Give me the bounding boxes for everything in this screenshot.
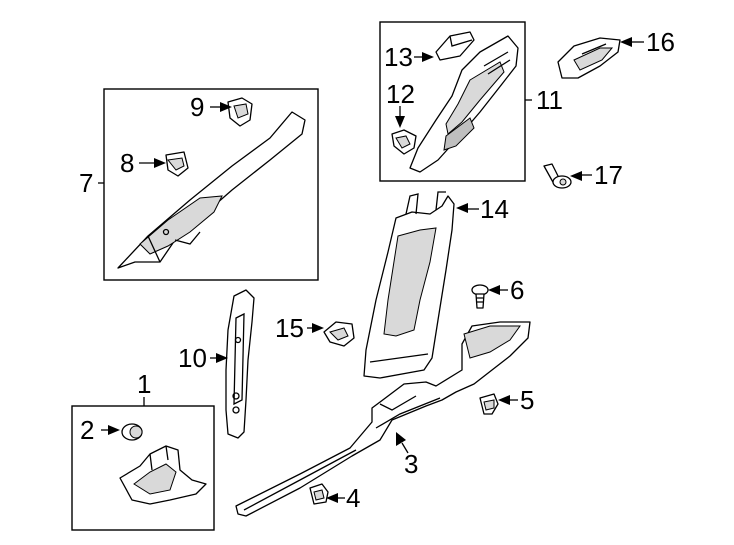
callout-9: 9 — [190, 92, 204, 122]
callout-2: 2 — [80, 415, 94, 445]
clip-part-8 — [165, 151, 189, 177]
callout-labels: 1 2 3 4 5 6 7 8 9 10 11 12 13 14 15 16 1… — [79, 27, 675, 513]
callout-16: 16 — [646, 27, 675, 57]
callout-3: 3 — [404, 449, 418, 479]
clip-part-15 — [323, 321, 355, 347]
callout-12: 12 — [386, 79, 415, 109]
callout-17: 17 — [594, 160, 623, 190]
belt-guide-part-16 — [557, 37, 621, 79]
b-pillar-lower-trim-part-14 — [363, 191, 455, 379]
bolt-part-17 — [543, 163, 572, 189]
cover-part-13 — [435, 31, 475, 61]
group-box-11 — [379, 21, 526, 182]
callout-5: 5 — [520, 385, 534, 415]
callout-4: 4 — [346, 483, 360, 513]
clip-part-5 — [479, 393, 499, 415]
a-pillar-trim-part-7 — [117, 111, 306, 269]
callout-15: 15 — [275, 313, 304, 343]
callout-7: 7 — [79, 168, 93, 198]
group-box-7 — [103, 88, 319, 281]
bracket-part-1 — [119, 445, 207, 505]
callout-13: 13 — [384, 42, 413, 72]
clip-part-12 — [391, 129, 417, 155]
screw-part-6 — [471, 284, 489, 309]
leader-lines — [98, 37, 644, 503]
clip-part-9 — [227, 97, 253, 127]
callout-8: 8 — [120, 148, 134, 178]
callout-14: 14 — [480, 194, 509, 224]
sill-plate-part-3 — [235, 321, 531, 517]
b-pillar-upper-trim-part-11 — [409, 35, 519, 173]
grommet-part-2 — [121, 423, 143, 441]
callout-10: 10 — [178, 343, 207, 373]
callout-6: 6 — [510, 275, 524, 305]
callout-11: 11 — [536, 85, 563, 115]
group-box-1 — [71, 405, 215, 531]
callout-1: 1 — [137, 369, 151, 399]
pillar-trim-part-10 — [225, 289, 255, 439]
clip-part-4 — [309, 483, 329, 505]
